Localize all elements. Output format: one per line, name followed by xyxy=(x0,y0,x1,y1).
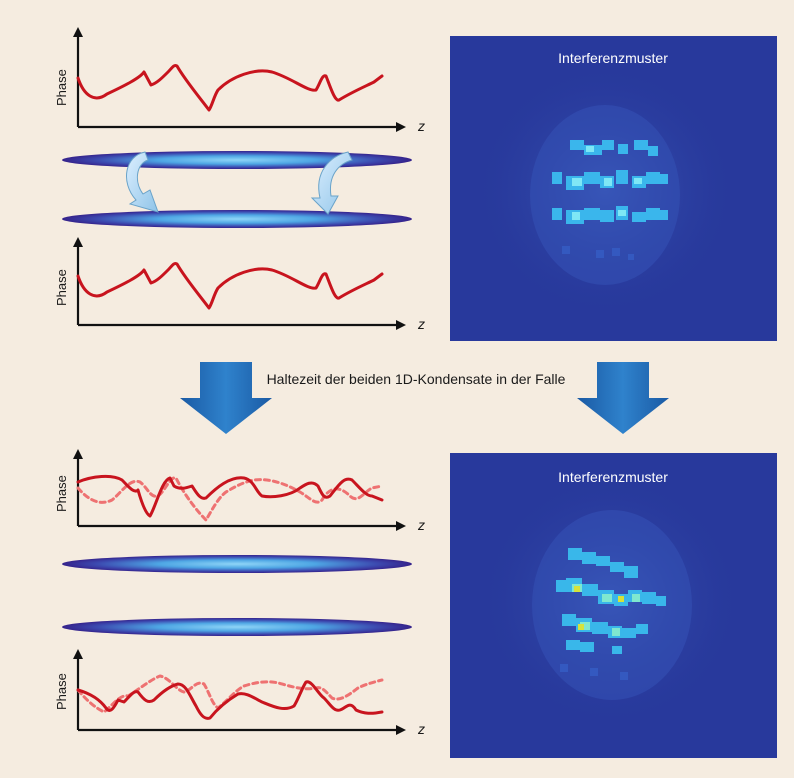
down-arrow-icon xyxy=(180,362,272,434)
phase-curve xyxy=(76,474,384,518)
y-axis-label: Phase xyxy=(54,69,69,106)
y-axis-label: Phase xyxy=(54,269,69,306)
condensate-bottom xyxy=(62,210,412,228)
down-arrow-icon xyxy=(577,362,669,434)
phase-plot-bottom-2: Phase z xyxy=(54,649,425,737)
phase-curve xyxy=(76,262,384,310)
caption: Haltezeit der beiden 1D-Kondensate in de… xyxy=(267,371,566,387)
phase-plot-top-1: Phase z xyxy=(54,27,425,134)
phase-curve-dashed xyxy=(76,674,384,714)
x-axis-label: z xyxy=(417,118,425,134)
interference-pattern-bottom: Interferenzmuster xyxy=(450,453,777,758)
condensate-bottom xyxy=(62,618,412,636)
y-axis-label: Phase xyxy=(54,475,69,512)
x-axis-label: z xyxy=(417,517,425,533)
interference-pattern-top: Interferenzmuster xyxy=(450,36,777,341)
phase-curve xyxy=(76,64,384,112)
pattern-title: Interferenzmuster xyxy=(558,50,668,66)
condensate-top xyxy=(62,555,412,573)
phase-plot-top-2: Phase z xyxy=(54,237,425,332)
curved-arrow-icon xyxy=(310,151,353,215)
phase-curve-dashed xyxy=(76,476,384,523)
pattern-title: Interferenzmuster xyxy=(558,469,668,485)
x-axis-label: z xyxy=(417,316,425,332)
phase-plot-bottom-1: Phase z xyxy=(54,449,425,533)
curved-arrow-icon xyxy=(126,151,159,213)
phase-curve xyxy=(76,680,384,720)
condensate-top xyxy=(62,151,412,169)
y-axis-label: Phase xyxy=(54,673,69,710)
x-axis-label: z xyxy=(417,721,425,737)
